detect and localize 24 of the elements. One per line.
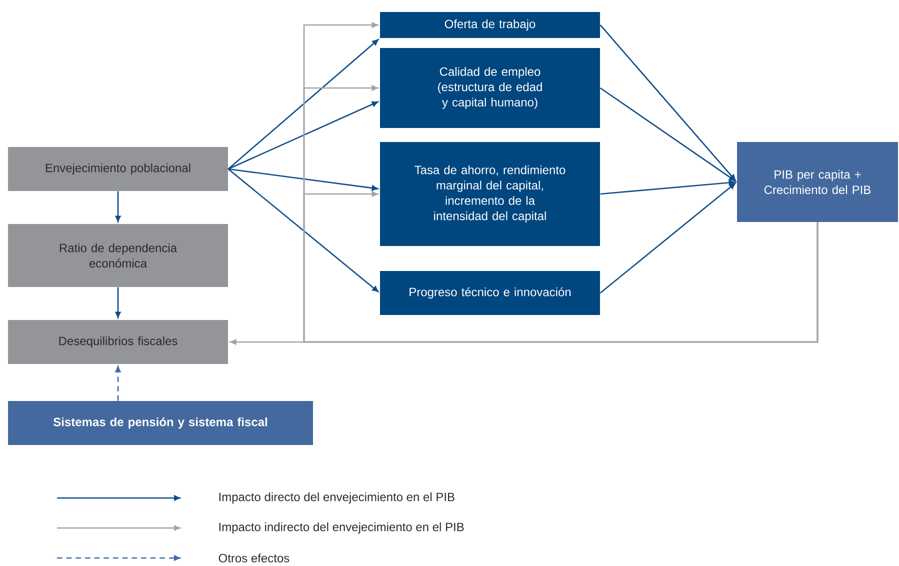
process-box: Tasa de ahorro, rendimiento marginal del capital, incremento de la intensidad del capital [380,142,600,246]
arrow [115,287,121,318]
legend-text: Impacto indirecto del envejecimiento en el PIB [219,522,464,534]
process-box: Sistemas de pensión y sistema fiscal [8,401,313,445]
arrow [600,180,735,195]
process-box: Progreso técnico e innovación [380,271,600,315]
arrow [115,366,121,401]
process-box: Ratio de dependencia económica [8,224,228,287]
arrow [600,24,736,181]
arrow [228,39,379,170]
process-box: Desequilibrios fiscales [8,320,228,364]
arrow [600,87,736,182]
arrow [228,168,378,292]
legend-text: Otros efectos [218,554,290,562]
arrow [228,168,378,191]
process-box: Calidad de empleo (estructura de edad y capital humano) [380,48,600,128]
result-box: PIB per capita + Crecimiento del PIB [737,142,898,222]
arrow [600,182,736,294]
process-box: Oferta de trabajo [380,12,600,38]
arrow [303,191,818,343]
process-box: Envejecimiento poblacional [8,147,228,191]
legend-text: Impacto directo del envejecimiento en el PIB [219,492,454,504]
arrow [228,101,378,170]
arrow [115,191,121,222]
